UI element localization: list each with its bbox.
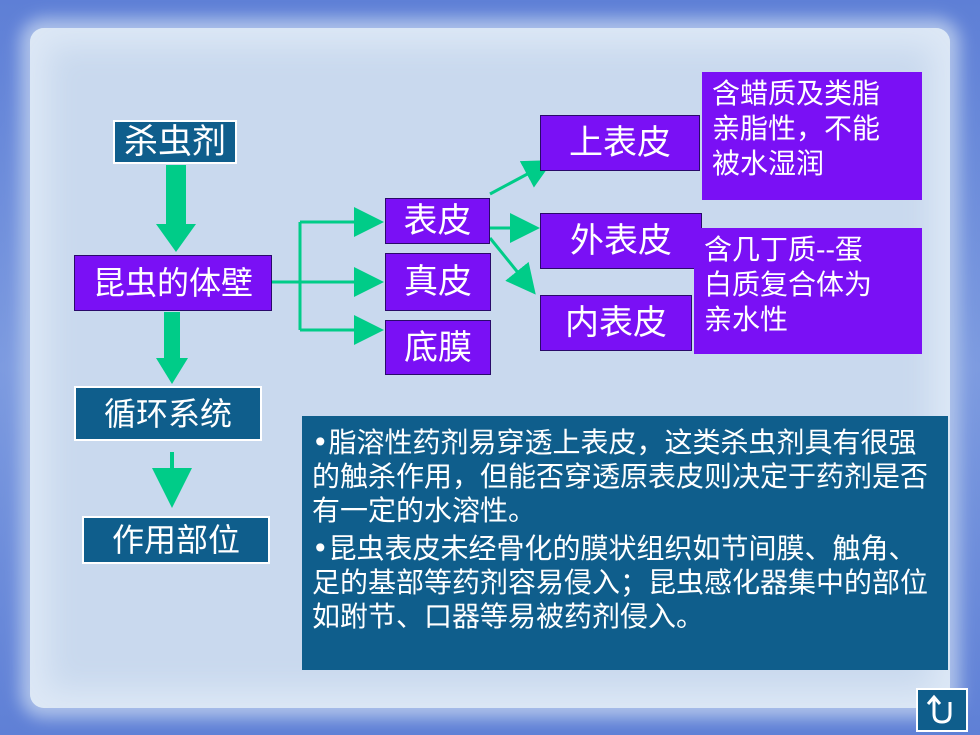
node-epicuticle: 上表皮: [540, 115, 700, 171]
node-basement-membrane: 底膜: [385, 320, 491, 375]
note-chitin: 含几丁质--蛋 白质复合体为 亲水性: [694, 228, 922, 354]
node-body-wall: 昆虫的体壁: [74, 255, 272, 311]
explanation-textbox: •脂溶性药剂易穿透上表皮，这类杀虫剂具有很强的触杀作用，但能否穿透原表皮则决定于…: [302, 416, 948, 670]
node-circulatory-system: 循环系统: [74, 386, 262, 441]
note-chitin-line1: 含几丁质--蛋: [704, 233, 863, 266]
node-dermis: 真皮: [385, 253, 491, 311]
fan-cuticle: [488, 160, 554, 295]
node-endocuticle: 内表皮: [540, 295, 692, 351]
explanation-para2: •昆虫表皮未经骨化的膜状组织如节间膜、触角、足的基部等药剂容易侵入；昆虫感化器集…: [312, 532, 929, 633]
node-exocuticle: 外表皮: [540, 213, 702, 269]
bracket-bodywall: [270, 207, 384, 345]
arrow-bodywall-to-circulatory: [156, 312, 188, 384]
arrow-insecticide-to-bodywall: [156, 165, 196, 252]
note-chitin-line3: 亲水性: [704, 303, 789, 336]
note-epicuticle-line1: 含蜡质及类脂: [712, 77, 881, 110]
explanation-para1: •脂溶性药剂易穿透上表皮，这类杀虫剂具有很强的触杀作用，但能否穿透原表皮则决定于…: [312, 426, 929, 527]
node-action-site: 作用部位: [82, 516, 270, 564]
node-insecticide: 杀虫剂: [113, 120, 237, 164]
return-arrow-icon: [926, 694, 952, 724]
note-chitin-line2: 白质复合体为: [704, 268, 873, 301]
node-cuticle: 表皮: [385, 198, 490, 244]
note-epicuticle-line3: 被水湿润: [712, 147, 825, 180]
return-button[interactable]: [916, 688, 968, 732]
note-epicuticle-line2: 亲脂性，不能: [712, 112, 881, 145]
note-epicuticle: 含蜡质及类脂 亲脂性，不能 被水湿润: [702, 72, 922, 200]
